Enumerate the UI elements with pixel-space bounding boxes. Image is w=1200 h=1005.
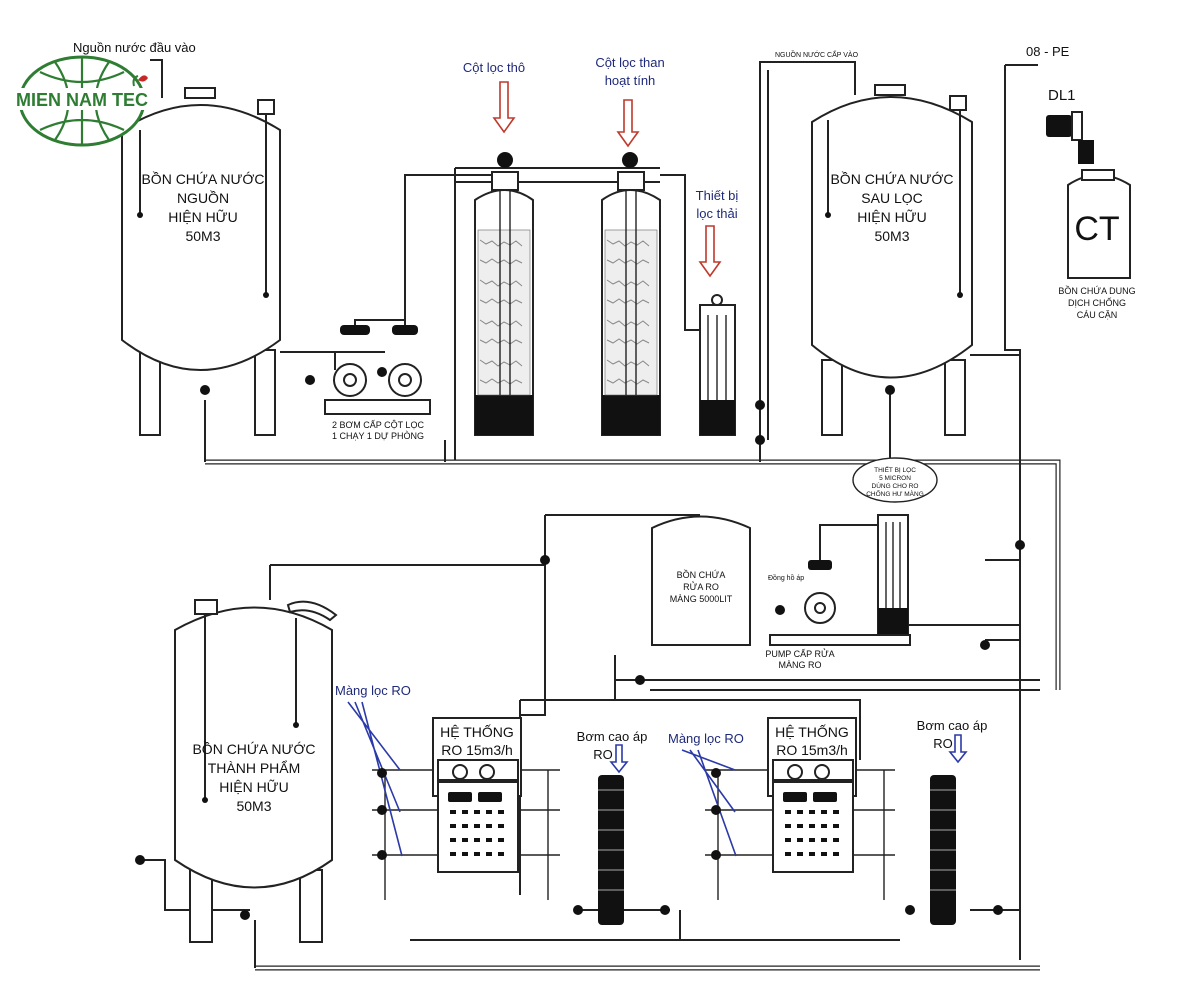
filtered-tank-label-2: SAU LỌC xyxy=(861,190,922,206)
product-tank-label-3: HIỆN HỮU xyxy=(219,779,289,795)
chem-tank-label-2: DỊCH CHỐNG xyxy=(1068,297,1126,308)
product-water-tank: BỒN CHỨA NƯỚC THÀNH PHẨM HIỆN HỮU 50M3 xyxy=(174,599,338,943)
dosing-pump-label: DL1 xyxy=(1048,87,1076,104)
bag-filter-unit: THIẾT BỊ LỌC 5 MICRON DÙNG CHO RO CHỐNG … xyxy=(852,457,938,641)
hp-pump-right-label-1: Bơm cao áp xyxy=(917,718,988,733)
source-tank-label-2: NGUỒN xyxy=(177,189,229,206)
ro-membrane-right-label: Màng lọc RO xyxy=(668,731,744,746)
valves xyxy=(135,385,1025,920)
chem-tank-label-1: BỒN CHỨA DUNG xyxy=(1058,285,1135,296)
wash-pump-label-2: MÀNG RO xyxy=(778,660,821,670)
pump-pair-label-2: 1 CHẠY 1 DỰ PHÒNG xyxy=(332,431,424,441)
product-tank-label-1: BỒN CHỨA NƯỚC xyxy=(192,740,315,757)
chem-tank-label-3: CÁU CẶN xyxy=(1077,310,1118,320)
hp-pump-left-label-1: Bơm cao áp xyxy=(577,729,648,744)
waste-filter-arrow xyxy=(698,225,722,278)
wash-tank: BỒN CHỨA RỬA RO MÀNG 5000LIT xyxy=(651,515,751,646)
feed-pump-pair: 2 BƠM CẤP CỘT LỌC 1 CHẠY 1 DỰ PHÒNG xyxy=(305,325,431,441)
pressure-gauge-label: Đồng hồ áp xyxy=(768,573,804,582)
bag-filter-label-3: DÙNG CHO RO xyxy=(872,481,919,490)
ro-right-label-1: HỆ THỐNG xyxy=(775,723,849,740)
filtered-tank-label-1: BỒN CHỨA NƯỚC xyxy=(830,170,953,187)
hp-pump-left-label-2: RO xyxy=(593,747,613,762)
bag-filter-label-4: CHỐNG HƯ MÀNG xyxy=(866,488,924,498)
ro-system-left: HỆ THỐNG RO 15m3/h Bơm cao áp RO Màng lọ… xyxy=(335,683,647,925)
carbon-filter-column xyxy=(601,152,661,436)
top-annotations: Cột lọc thô Cột lọc than hoạt tính Thiết… xyxy=(463,49,859,278)
waste-filter-label-1: Thiết bị xyxy=(696,188,739,203)
coarse-filter-label: Cột lọc thô xyxy=(463,60,525,75)
source-tank-label-1: BỒN CHỨA NƯỚC xyxy=(141,170,264,187)
waste-filter-unit xyxy=(699,294,736,436)
filtered-water-tank: BỒN CHỨA NƯỚC SAU LỌC HIỆN HỮU 50M3 xyxy=(811,84,973,436)
bag-filter-label-2: 5 MICRON xyxy=(879,475,911,482)
carbon-filter-label-1: Cột lọc than xyxy=(595,55,664,70)
hp-pump-right-label-2: RO xyxy=(933,736,953,751)
pe-line-label: 08 - PE xyxy=(1026,44,1070,59)
source-tank-label-3: HIỆN HỮU xyxy=(168,209,238,225)
carbon-filter-label-2: hoạt tính xyxy=(605,73,656,88)
coarse-filter-arrow xyxy=(492,81,516,134)
hp-pump-right-arrow xyxy=(948,734,968,764)
carbon-filter-arrow xyxy=(616,99,640,148)
filtered-tank-label-4: 50M3 xyxy=(874,228,909,244)
filtered-tank-label-3: HIỆN HỮU xyxy=(857,209,927,225)
ro-left-label-2: RO 15m3/h xyxy=(441,742,513,758)
wash-tank-label-1: BỒN CHỨA xyxy=(677,569,726,580)
source-tank: BỒN CHỨA NƯỚC NGUỒN HIỆN HỮU 50M3 xyxy=(121,87,281,436)
wash-pump-label-1: PUMP CẤP RỬA xyxy=(765,648,834,659)
top-inlet-label: NGUỒN NƯỚC CẤP VÀO xyxy=(775,49,859,59)
ro-membrane-left-label: Màng lọc RO xyxy=(335,683,411,698)
dosing-station: 08 - PE DL1 CT BỒN CHỨA DUNG DỊCH CHỐNG … xyxy=(1026,44,1136,320)
wash-tank-label-3: MÀNG 5000LIT xyxy=(670,594,733,604)
pipe-network xyxy=(140,59,1061,971)
chem-tank-code: CT xyxy=(1074,210,1119,248)
logo-text: MIEN NAM TEC xyxy=(16,90,148,110)
hp-pump-left-arrow xyxy=(609,744,629,774)
inlet-label: Nguồn nước đầu vào xyxy=(73,40,196,55)
wash-tank-label-2: RỬA RO xyxy=(683,581,719,592)
coarse-filter-column xyxy=(474,152,534,436)
pump-pair-label-1: 2 BƠM CẤP CỘT LỌC xyxy=(332,420,424,430)
company-logo: MIEN NAM TEC xyxy=(16,55,148,147)
ro-system-right: HỆ THỐNG RO 15m3/h Bơm cao áp RO Màng lọ… xyxy=(668,717,1003,925)
ro-left-label-1: HỆ THỐNG xyxy=(440,723,514,740)
ro-right-label-2: RO 15m3/h xyxy=(776,742,848,758)
waste-filter-label-2: lọc thải xyxy=(696,206,737,221)
product-tank-label-2: THÀNH PHẨM xyxy=(208,759,301,776)
bag-filter-label-1: THIẾT BỊ LỌC xyxy=(874,464,916,474)
source-tank-label-4: 50M3 xyxy=(185,228,220,244)
wash-pump: Đồng hồ áp PUMP CẤP RỬA MÀNG RO xyxy=(765,560,911,670)
product-tank-label-4: 50M3 xyxy=(236,798,271,814)
